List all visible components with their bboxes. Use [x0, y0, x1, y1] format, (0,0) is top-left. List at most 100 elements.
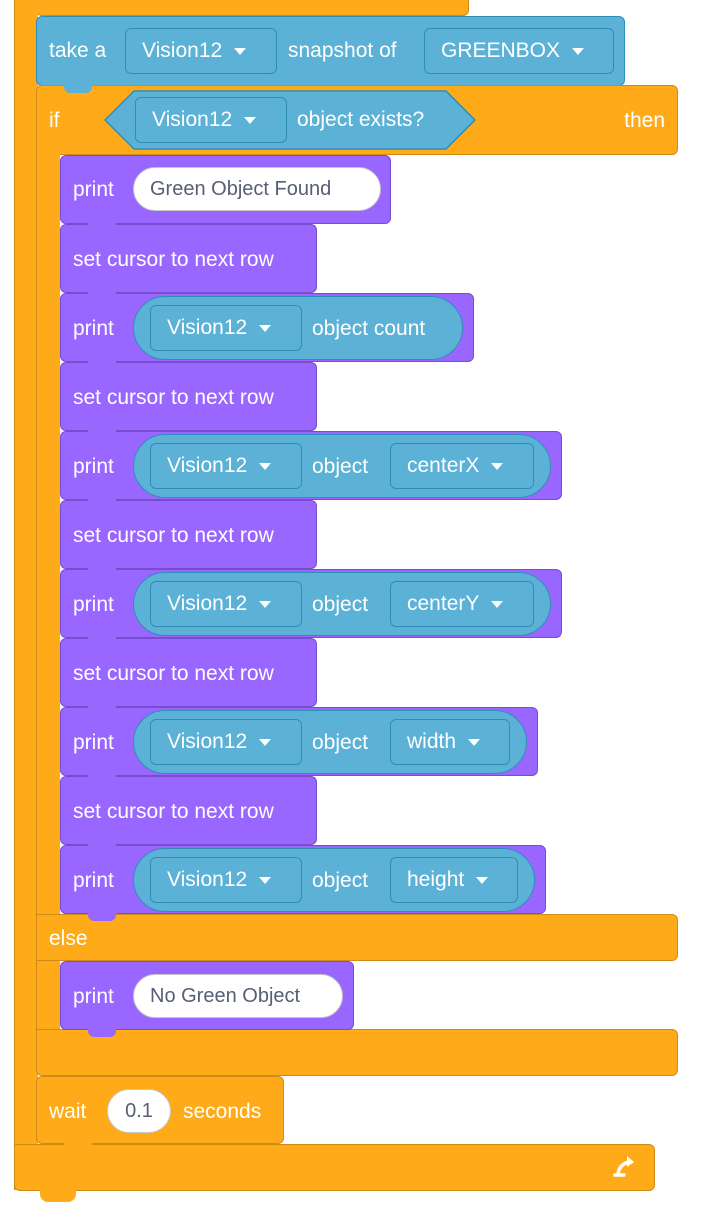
- block-notch: [88, 568, 116, 576]
- object-property-reporter[interactable]: Vision12 object centerY: [133, 572, 551, 636]
- block-notch: [88, 913, 116, 921]
- chevron-down-icon: [572, 47, 585, 55]
- set-cursor-next-row-block[interactable]: set cursor to next row: [60, 500, 317, 569]
- object-label: object: [312, 455, 369, 478]
- else-label: else: [49, 927, 88, 950]
- block-notch: [88, 637, 116, 645]
- chevron-down-icon: [259, 876, 272, 884]
- object-label: object: [312, 731, 369, 754]
- object-count-label: object count: [312, 317, 426, 340]
- then-label: then: [624, 109, 665, 132]
- set-cursor-next-row-block[interactable]: set cursor to next row: [60, 362, 317, 431]
- object-label: object: [312, 869, 369, 892]
- sensor-dropdown-value: Vision12: [167, 868, 248, 891]
- forever-loop-left-arm: [14, 0, 38, 1190]
- signature-dropdown[interactable]: GREENBOX: [424, 28, 614, 74]
- chevron-down-icon: [468, 738, 481, 746]
- chevron-down-icon: [234, 47, 247, 55]
- block-notch: [88, 223, 116, 231]
- block-notch: [88, 430, 116, 438]
- sensor-dropdown-value: Vision12: [167, 592, 248, 615]
- print-label: print: [73, 593, 114, 616]
- else-bar[interactable]: else: [36, 914, 678, 961]
- sensor-dropdown[interactable]: Vision12: [150, 305, 302, 351]
- property-dropdown-value: width: [407, 730, 457, 753]
- print-text-input[interactable]: No Green Object: [133, 974, 343, 1018]
- chevron-down-icon: [259, 738, 272, 746]
- chevron-down-icon: [259, 462, 272, 470]
- block-notch: [88, 292, 116, 300]
- set-cursor-label: set cursor to next row: [73, 524, 274, 547]
- object-property-reporter[interactable]: Vision12 object height: [133, 848, 535, 912]
- print-label: print: [73, 731, 114, 754]
- chevron-down-icon: [491, 600, 504, 608]
- print-label: print: [73, 178, 114, 201]
- property-dropdown-value: centerX: [407, 454, 480, 477]
- set-cursor-next-row-block[interactable]: set cursor to next row: [60, 638, 317, 707]
- print-height-block[interactable]: print Vision12 object height: [60, 845, 546, 914]
- print-found-block[interactable]: print Green Object Found: [60, 155, 391, 224]
- object-count-reporter[interactable]: Vision12 object count: [133, 296, 463, 360]
- take-snapshot-block[interactable]: take a Vision12 snapshot of GREENBOX: [36, 16, 625, 86]
- block-notch: [64, 1143, 92, 1151]
- sensor-dropdown[interactable]: Vision12: [150, 443, 302, 489]
- block-notch: [88, 499, 116, 507]
- sensor-dropdown-value: Vision12: [167, 316, 248, 339]
- set-cursor-label: set cursor to next row: [73, 800, 274, 823]
- set-cursor-label: set cursor to next row: [73, 386, 274, 409]
- chevron-down-icon: [244, 116, 257, 124]
- print-text-input[interactable]: Green Object Found: [133, 167, 381, 211]
- condition-sensor-value: Vision12: [152, 108, 233, 131]
- sensor-dropdown[interactable]: Vision12: [150, 719, 302, 765]
- set-cursor-next-row-block[interactable]: set cursor to next row: [60, 776, 317, 845]
- sensor-dropdown-value: Vision12: [167, 454, 248, 477]
- print-label: print: [73, 455, 114, 478]
- forever-loop-bottom-arm[interactable]: [14, 1144, 655, 1191]
- object-property-reporter[interactable]: Vision12 object centerX: [133, 434, 551, 498]
- object-exists-label: object exists?: [297, 108, 425, 131]
- print-object-count-block[interactable]: print Vision12 object count: [60, 293, 474, 362]
- loop-arrow-icon: [612, 1152, 640, 1180]
- chevron-down-icon: [491, 462, 504, 470]
- wait-block[interactable]: wait 0.1 seconds: [36, 1076, 284, 1144]
- property-dropdown-value: height: [407, 868, 465, 891]
- set-cursor-next-row-block[interactable]: set cursor to next row: [60, 224, 317, 293]
- snapshot-of-label: snapshot of: [288, 39, 397, 62]
- sensor-dropdown-value: Vision12: [167, 730, 248, 753]
- sensor-dropdown-value: Vision12: [142, 39, 223, 62]
- sensor-dropdown[interactable]: Vision12: [125, 28, 277, 74]
- sensor-dropdown[interactable]: Vision12: [150, 581, 302, 627]
- print-centerx-block[interactable]: print Vision12 object centerX: [60, 431, 562, 500]
- property-dropdown-value: centerY: [407, 592, 480, 615]
- signature-dropdown-value: GREENBOX: [441, 39, 561, 62]
- block-notch: [88, 775, 116, 783]
- print-width-block[interactable]: print Vision12 object width: [60, 707, 538, 776]
- object-label: object: [312, 593, 369, 616]
- if-block-bottom-arm[interactable]: [36, 1029, 678, 1076]
- block-notch: [64, 85, 92, 93]
- chevron-down-icon: [259, 600, 272, 608]
- print-centery-block[interactable]: print Vision12 object centerY: [60, 569, 562, 638]
- object-property-reporter[interactable]: Vision12 object width: [133, 710, 527, 774]
- chevron-down-icon: [259, 324, 272, 332]
- print-label: print: [73, 317, 114, 340]
- forever-loop-bottom-notch: [40, 1190, 76, 1202]
- forever-loop-top-arm[interactable]: [36, 0, 469, 16]
- if-label: if: [49, 109, 60, 132]
- wait-duration-input[interactable]: 0.1: [107, 1089, 171, 1133]
- property-dropdown[interactable]: width: [390, 719, 510, 765]
- take-label: take a: [49, 39, 107, 62]
- object-exists-condition[interactable]: Vision12 object exists?: [104, 90, 476, 150]
- set-cursor-label: set cursor to next row: [73, 662, 274, 685]
- property-dropdown[interactable]: centerY: [390, 581, 534, 627]
- set-cursor-label: set cursor to next row: [73, 248, 274, 271]
- condition-sensor-dropdown[interactable]: Vision12: [135, 97, 287, 143]
- print-label: print: [73, 985, 114, 1008]
- block-notch: [88, 1029, 116, 1037]
- sensor-dropdown[interactable]: Vision12: [150, 857, 302, 903]
- property-dropdown[interactable]: centerX: [390, 443, 534, 489]
- print-not-found-block[interactable]: print No Green Object: [60, 961, 354, 1030]
- wait-label: wait: [49, 1100, 87, 1123]
- property-dropdown[interactable]: height: [390, 857, 518, 903]
- block-notch: [88, 844, 116, 852]
